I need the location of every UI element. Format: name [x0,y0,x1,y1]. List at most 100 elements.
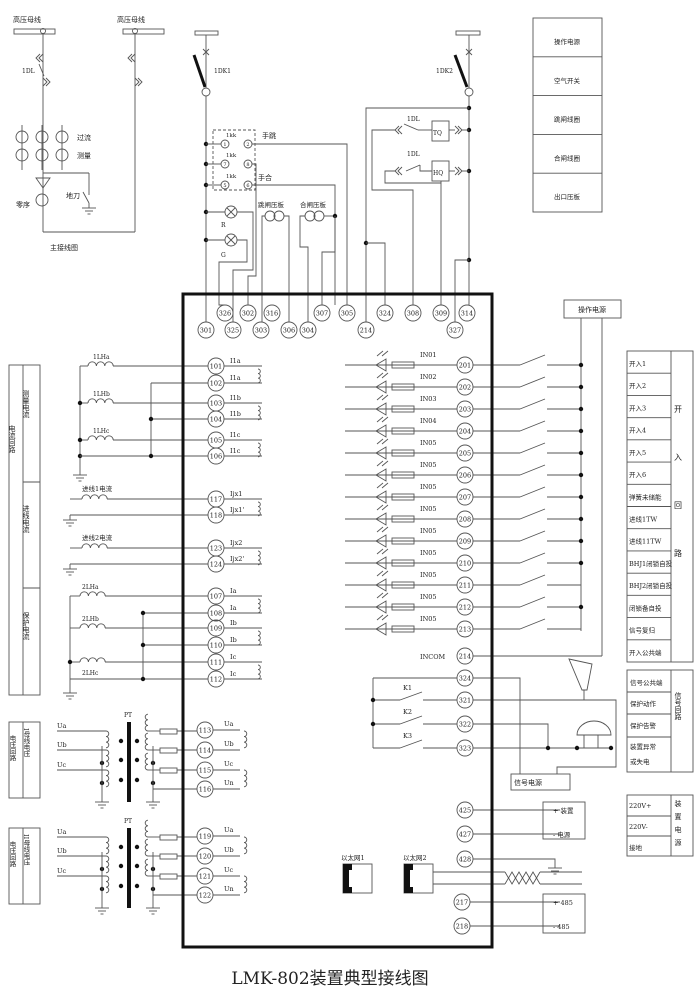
terminal-number: 428 [459,856,471,864]
led-icon [375,534,387,548]
junction-dot [574,745,580,751]
terminal-label: Uc [224,866,233,874]
terminal-number: 204 [459,428,471,436]
terminal-circle [357,321,375,339]
busbar [194,30,219,36]
plug-icon [45,77,51,87]
input-table-item: 开入5 [629,449,646,457]
busbar [122,28,165,35]
power-table [626,794,694,857]
coil-icon [87,361,114,367]
terminal-number: 303 [255,327,267,335]
coil-icon [257,550,261,566]
resistor-icon [391,361,415,369]
junction-dot [578,604,584,610]
box-label: - 电源 [553,830,571,839]
coil-icon [105,769,110,788]
terminal-label: I1a [230,374,241,382]
contact-icon [405,164,421,172]
wire [299,215,309,322]
terminal-number: 305 [341,310,353,318]
junction-dot [118,844,124,850]
kk-switch-box [212,129,256,191]
voltage-input-label: Ua [57,828,66,836]
terminal-number: 309 [435,310,447,318]
plug-icon [454,125,460,135]
terminal-number: 209 [459,538,471,546]
legend-item: 跳闸线圈 [554,115,580,124]
input-table-item: 开入公共端 [629,648,662,657]
legend-item: 出口压板 [554,192,581,201]
led-icon [375,600,387,614]
terminal-number: 104 [210,416,222,424]
terminal-circle [263,304,281,322]
junction-dot [118,738,124,744]
junction-dot [578,538,584,544]
junction-dot [578,494,584,500]
wire [247,163,257,305]
bell-icon [576,720,612,736]
ct-label: 进线1电流 [82,484,113,493]
terminal-number: 304 [302,327,314,335]
led-arrow-icon [381,548,389,555]
contact-icon [519,442,546,454]
terminal-number: 306 [283,327,295,335]
resistor-icon [391,471,415,479]
led-arrow-icon [381,526,389,533]
voltage-table [8,721,41,799]
input-label: IN05 [420,461,437,469]
terminal-number: 323 [459,745,471,753]
junction-dot [118,863,124,869]
terminal-label: Ijx2' [230,555,244,563]
terminal-number: 210 [459,560,471,568]
resistor-icon [159,834,178,841]
disconnect-switch-icon [192,54,207,88]
terminal-number: 425 [459,807,471,815]
terminal-circle [446,321,464,339]
input-table-item: BHJ2闭锁自投 [629,581,673,590]
input-table-item: 开入3 [629,404,646,412]
led-icon [375,556,387,570]
voltage-input-label: Uc [57,867,66,875]
terminal-number: 212 [459,604,471,612]
terminal-number: 106 [210,453,222,461]
terminal-number: 314 [461,310,473,318]
coil-icon [105,749,110,768]
input-table-item: 开入1 [629,360,646,368]
wire [473,858,556,863]
led-arrow-icon [376,614,384,621]
eth-label: 以太网1 [341,853,365,862]
led-icon [375,512,387,526]
plate-icon [273,210,285,222]
resistor-icon [159,728,178,735]
resistor-icon [391,603,415,611]
plug-icon [134,77,140,87]
terminal-number: 111 [210,659,222,667]
junction-dot [578,406,584,412]
kk-label: 1kk [226,174,237,180]
contact-icon [519,596,546,608]
ct-label: 1LHc [93,428,110,435]
terminal-number: 108 [210,610,222,618]
terminal-number: 307 [316,310,328,318]
breaker-icon [38,63,45,77]
terminal-number: 113 [199,727,211,735]
coil-icon [144,838,149,857]
led-arrow-icon [376,350,384,357]
signal-table-item: 或失电 [630,757,650,766]
junction-dot [148,453,154,459]
terminal-label: I1b [230,410,241,418]
ct-label: 2LHc [82,670,99,677]
kk-label: 手跳 [262,131,276,140]
junction-dot [118,777,124,783]
terminal-label: I1a [230,357,241,365]
resistor-icon [391,537,415,545]
terminal-number: 324 [459,675,471,683]
relay-label: K3 [403,732,412,740]
coil-icon [81,494,108,500]
contact-icon [519,618,546,630]
terminal-label: Un [224,779,234,787]
junction-dot [545,745,551,751]
relay-contact-icon [399,691,423,701]
